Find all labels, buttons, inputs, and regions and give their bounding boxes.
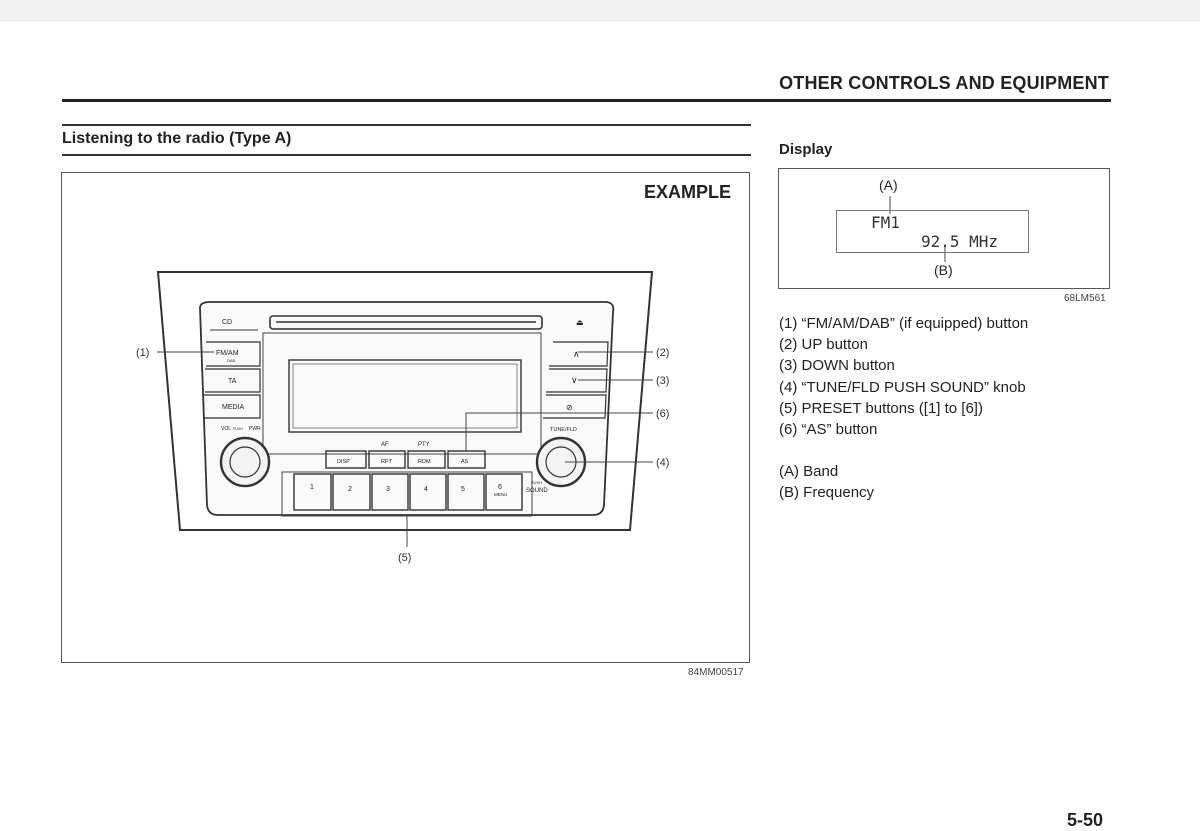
preset-label-3: 3 <box>386 486 390 493</box>
legend-item: (6) “AS” button <box>779 421 878 439</box>
preset-button-5 <box>447 473 485 511</box>
preset-label-5: 5 <box>461 486 465 493</box>
legend: (1) “FM/AM/DAB” (if equipped) button (2)… <box>779 313 1028 504</box>
pwr-label: PWR <box>249 426 261 432</box>
page-number: 5-50 <box>1067 810 1104 830</box>
af-label: AF <box>381 442 389 448</box>
chapter-header: OTHER CONTROLS AND EQUIPMENT <box>779 73 1109 93</box>
display-label-a: (A) <box>879 177 898 193</box>
header-rule <box>62 99 1111 102</box>
disp-label: DISP <box>337 459 350 465</box>
display-label-b: (B) <box>934 262 953 278</box>
callout-6: (6) <box>656 408 669 420</box>
vol-knob <box>219 436 271 488</box>
legend-item: (2) UP button <box>779 336 868 354</box>
radio-housing <box>156 271 654 531</box>
top-band <box>0 0 1200 22</box>
preset-button-1 <box>293 473 332 511</box>
preset-label-4: 4 <box>424 486 428 493</box>
figure-code: 84MM00517 <box>688 667 744 678</box>
media-label: MEDIA <box>222 404 245 411</box>
up-button <box>549 341 609 367</box>
preset-button-2 <box>332 473 371 511</box>
display-figure-frame <box>778 168 1110 289</box>
vol-push-label: PUSH <box>233 427 243 431</box>
menu-label: MENU <box>494 492 507 497</box>
legend-item: (B) Frequency <box>779 484 875 502</box>
vol-label: VOL <box>221 426 231 432</box>
radio-screen <box>288 359 522 433</box>
eject-icon: ⏏ <box>576 318 584 327</box>
radio-figure-frame <box>61 172 750 663</box>
as-label: AS <box>461 459 469 465</box>
callout-2: (2) <box>656 347 669 359</box>
ta-button <box>205 368 261 393</box>
display-title: Display <box>779 141 833 158</box>
ta-label: TA <box>228 378 237 385</box>
callout-4: (4) <box>656 457 669 469</box>
example-label: EXAMPLE <box>644 182 732 202</box>
disp-button <box>325 450 367 469</box>
preset-button-3 <box>371 473 409 511</box>
rpt-button <box>368 450 406 469</box>
mute-icon: ⊘ <box>566 403 573 412</box>
display-frequency-value: 92.5 MHz <box>921 232 999 251</box>
mute-button <box>543 394 607 419</box>
display-lcd: FM1 92.5 MHz <box>836 210 1029 253</box>
preset-label-2: 2 <box>348 486 352 493</box>
cd-button-label: CD <box>222 319 232 326</box>
up-icon: ∧ <box>573 349 580 359</box>
display-code: 68LM561 <box>1064 293 1106 304</box>
cd-slot <box>269 315 543 330</box>
dab-label: DAB <box>227 358 236 363</box>
section-rule-bottom <box>62 154 751 156</box>
fm-am-label: FM/AM <box>216 350 239 357</box>
tune-fld-label: TUNE/FLD <box>550 427 577 433</box>
rpt-label: RPT <box>381 459 393 465</box>
down-icon: ∨ <box>571 375 578 385</box>
callout-5: (5) <box>398 552 411 564</box>
radio-front-panel <box>199 301 615 516</box>
legend-item: (3) DOWN button <box>779 357 895 375</box>
media-button <box>204 394 261 419</box>
screen-bezel <box>262 332 542 455</box>
callout-3: (3) <box>656 375 669 387</box>
section-title: Listening to the radio (Type A) <box>62 130 292 147</box>
legend-spacer <box>779 440 1028 461</box>
rdm-button <box>407 450 446 469</box>
sound-label: SOUND <box>526 488 548 494</box>
sound-push-label: PUSH <box>531 480 542 485</box>
section-rule-top <box>62 124 751 126</box>
preset-label-1: 1 <box>310 484 314 491</box>
legend-item: (5) PRESET buttons ([1] to [6]) <box>779 399 983 417</box>
rdm-label: RDM <box>418 459 431 465</box>
legend-item: (4) “TUNE/FLD PUSH SOUND” knob <box>779 378 1026 396</box>
preset-button-6 <box>485 473 523 511</box>
legend-item: (A) Band <box>779 463 839 481</box>
pty-label: PTY <box>418 442 430 448</box>
callout-1: (1) <box>136 347 149 359</box>
legend-item: (1) “FM/AM/DAB” (if equipped) button <box>779 315 1029 332</box>
fm-am-button <box>206 341 261 367</box>
preset-label-6: 6 <box>498 484 502 491</box>
preset-button-4 <box>409 473 447 511</box>
display-band-value: FM1 <box>871 213 900 232</box>
